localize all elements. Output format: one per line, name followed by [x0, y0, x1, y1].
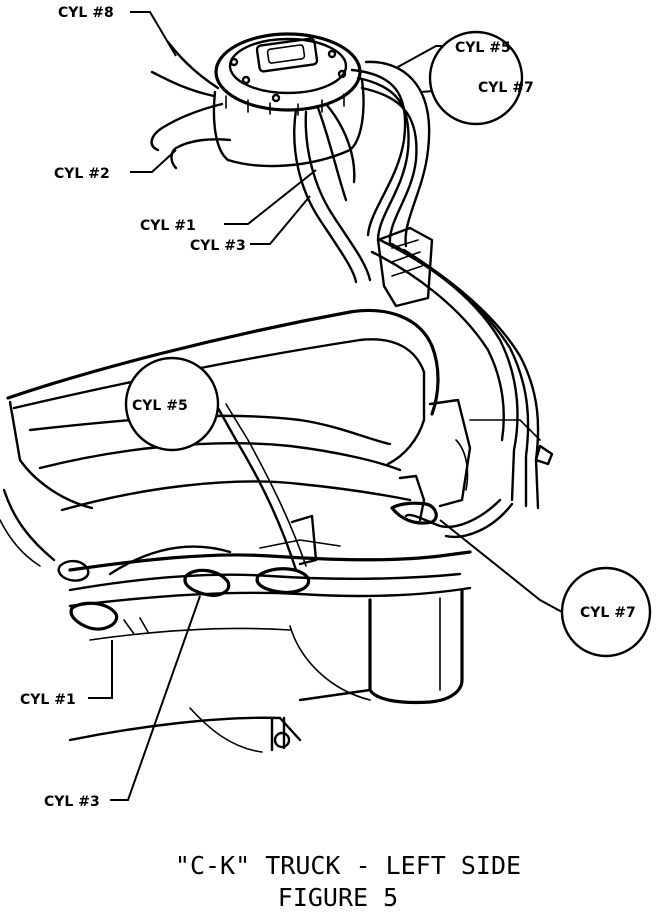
caption-figure-number: FIGURE 5 — [278, 883, 398, 910]
callout-bubble-middle — [124, 356, 220, 452]
label-cyl7-right: CYL #7 — [580, 605, 636, 621]
leader-cyl2 — [130, 149, 177, 173]
figure-caption: "C-K" TRUCK - LEFT SIDE FIGURE 5 — [175, 851, 521, 912]
distributor — [212, 32, 365, 168]
label-cyl2: CYL #2 — [54, 166, 110, 182]
spark-plug-wires — [150, 40, 540, 539]
label-cyl1-upper: CYL #1 — [140, 218, 196, 234]
label-cyl1-lower: CYL #1 — [20, 692, 76, 708]
leader-cyl3-lower — [110, 595, 201, 801]
label-cyl8-top: CYL #8 — [58, 5, 114, 21]
label-cyl5-middle: CYL #5 — [132, 398, 188, 414]
callout-bubble-right — [560, 566, 652, 658]
leader-cyl3-upper — [250, 195, 311, 245]
leader-cyl1-upper — [224, 169, 317, 225]
engine-block — [0, 308, 554, 753]
callout-bubble-top-right — [428, 30, 524, 126]
label-cyl3-upper: CYL #3 — [190, 238, 246, 254]
label-cyl5-top: CYL #5 — [455, 40, 511, 56]
label-cyl3-lower: CYL #3 — [44, 794, 100, 810]
leader-cyl1-lower — [88, 640, 113, 699]
caption-title: "C-K" TRUCK - LEFT SIDE — [175, 851, 521, 880]
cylinder-labels: CYL #8 CYL #2 CYL #1 CYL #3 CYL #5 CYL #… — [20, 5, 636, 810]
label-cyl7-top: CYL #7 — [478, 80, 534, 96]
leader-cyl8 — [130, 11, 177, 57]
leader-cyl7-right — [439, 519, 563, 613]
